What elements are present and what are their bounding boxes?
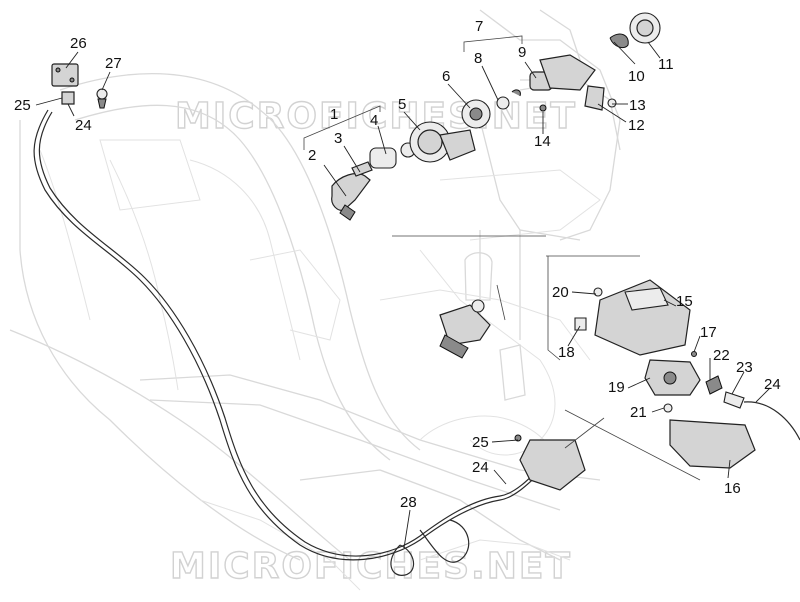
callout-14: 14 [534,133,551,150]
callout-25-centre: 25 [472,434,489,451]
callout-1: 1 [330,106,338,123]
callout-16: 16 [724,480,741,497]
callout-9: 9 [518,44,526,61]
seat-latch-assembly [51,63,108,109]
callout-12: 12 [628,117,645,134]
callout-17: 17 [700,324,717,341]
callout-labels: 26 27 25 24 1 2 3 4 5 6 7 8 9 10 11 12 1… [14,18,781,511]
callout-23: 23 [736,359,753,376]
view-guides [303,35,701,481]
scooter-frame [9,9,621,591]
callout-22: 22 [713,347,730,364]
callout-21: 21 [630,404,647,421]
lock-assembly [331,12,661,221]
callout-5: 5 [398,96,406,113]
callout-26: 26 [70,35,87,52]
callout-3: 3 [334,130,342,147]
callout-18: 18 [558,344,575,361]
callout-24-centre: 24 [472,459,489,476]
callout-27: 27 [105,55,122,72]
callout-10: 10 [628,68,645,85]
release-cable [33,109,556,576]
callout-11: 11 [658,56,674,73]
watermark-bottom: MICROFICHES.NET [170,546,572,587]
callout-19: 19 [608,379,625,396]
release-mechanism [514,279,800,491]
callout-25: 25 [14,97,31,114]
callout-6: 6 [442,68,450,85]
leader-lines [35,41,771,549]
callout-15: 15 [676,293,693,310]
callout-28: 28 [400,494,417,511]
callout-24: 24 [75,117,92,134]
callout-8: 8 [474,50,482,67]
callout-13: 13 [629,97,646,114]
callout-4: 4 [370,112,378,129]
callout-24-right: 24 [764,376,781,393]
lock-detail [439,284,506,359]
callout-2: 2 [308,147,316,164]
callout-7: 7 [475,18,483,35]
callout-20: 20 [552,284,569,301]
